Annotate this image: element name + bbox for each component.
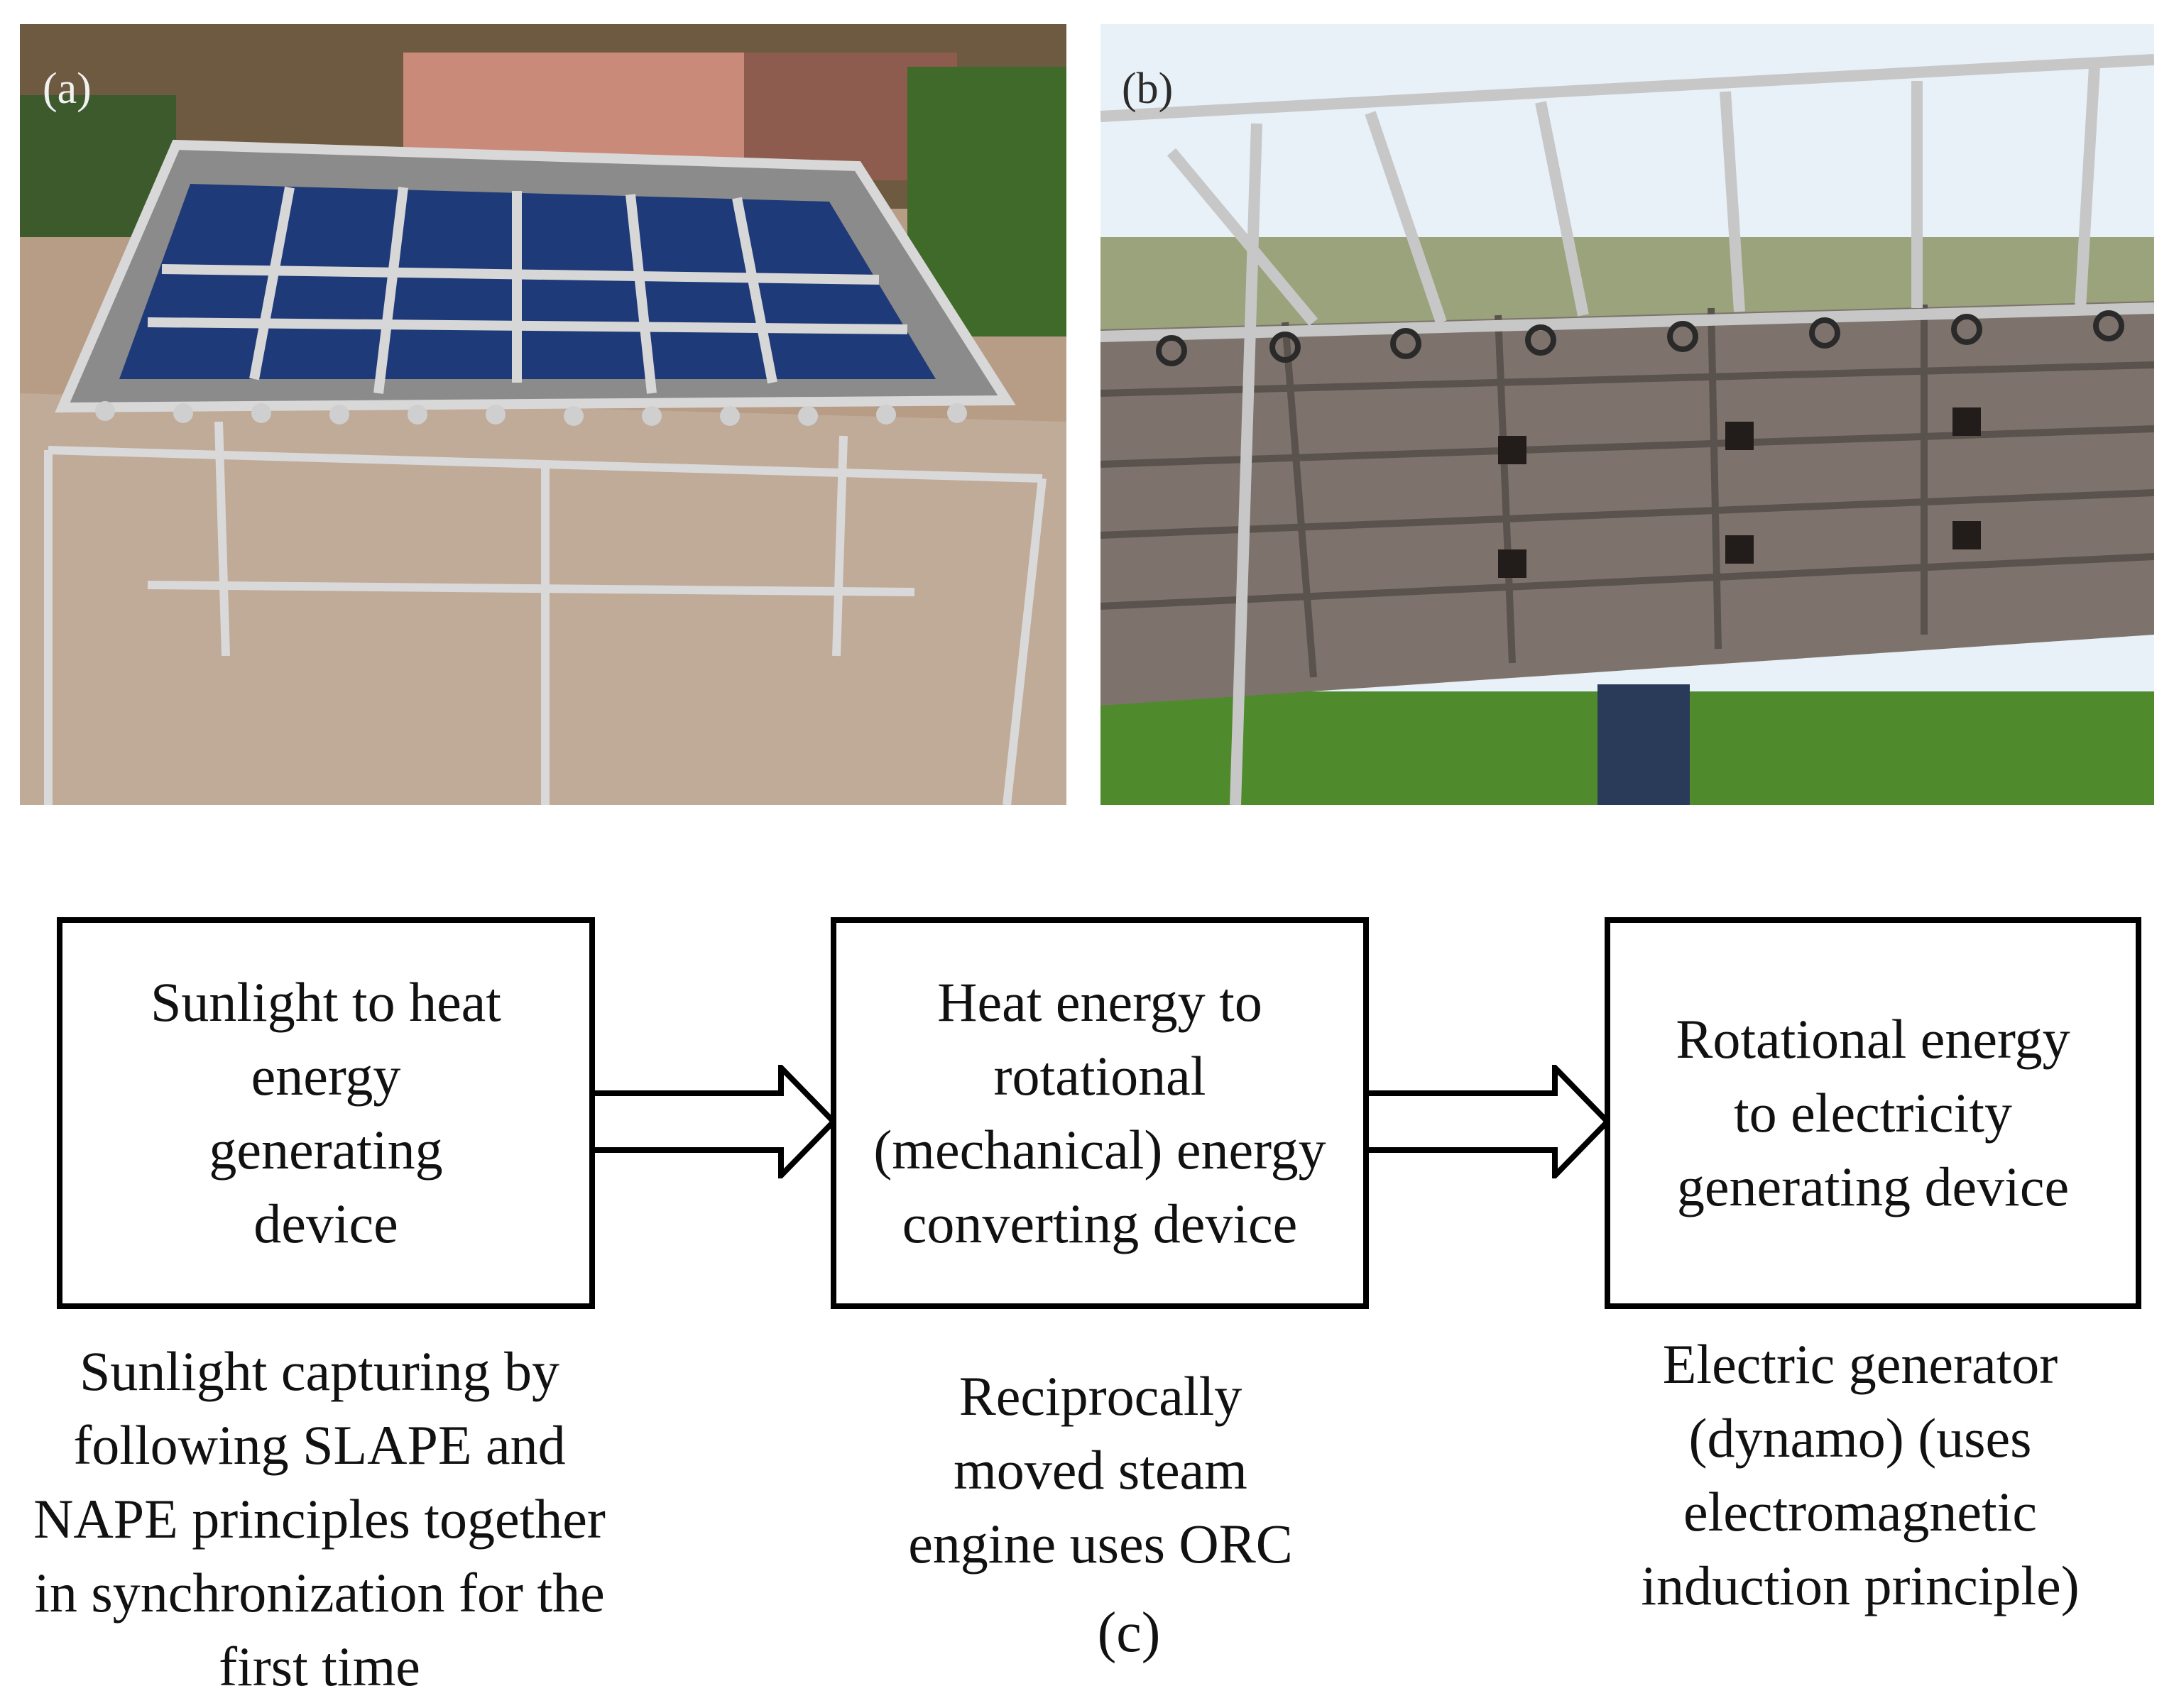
box-sunlight-to-heat-text: Sunlight to heat energy generating devic… xyxy=(151,971,501,1254)
panel-label-c: (c) xyxy=(1097,1602,1161,1664)
box-heat-to-rotational: Heat energy to rotational (mechanical) e… xyxy=(831,917,1369,1309)
box-rotational-to-electricity-text: Rotational energy to electricity generat… xyxy=(1676,1008,2070,1217)
caption-steam-engine: Reciprocally moved steam engine uses ORC xyxy=(908,1365,1293,1575)
box-heat-to-rotational-text: Heat energy to rotational (mechanical) e… xyxy=(873,971,1326,1254)
photo-a-solar-collector-top: (a) xyxy=(20,24,1066,805)
panel-label-b: (b) xyxy=(1122,65,1174,113)
caption-sunlight-capturing: Sunlight capturing by following SLAPE an… xyxy=(33,1340,606,1697)
caption-electric-generator: Electric generator (dynamo) (uses electr… xyxy=(1641,1333,2080,1616)
photo-b-solar-collector-underside: (b) xyxy=(1100,24,2154,805)
arrow-1-to-2 xyxy=(589,1065,836,1178)
panel-label-a: (a) xyxy=(43,65,92,113)
solar-collector-underside-image xyxy=(1100,24,2154,805)
box-sunlight-to-heat: Sunlight to heat energy generating devic… xyxy=(57,917,595,1309)
arrow-2-to-3 xyxy=(1363,1065,1610,1178)
box-rotational-to-electricity: Rotational energy to electricity generat… xyxy=(1605,917,2141,1309)
solar-collector-top-image xyxy=(20,24,1066,805)
